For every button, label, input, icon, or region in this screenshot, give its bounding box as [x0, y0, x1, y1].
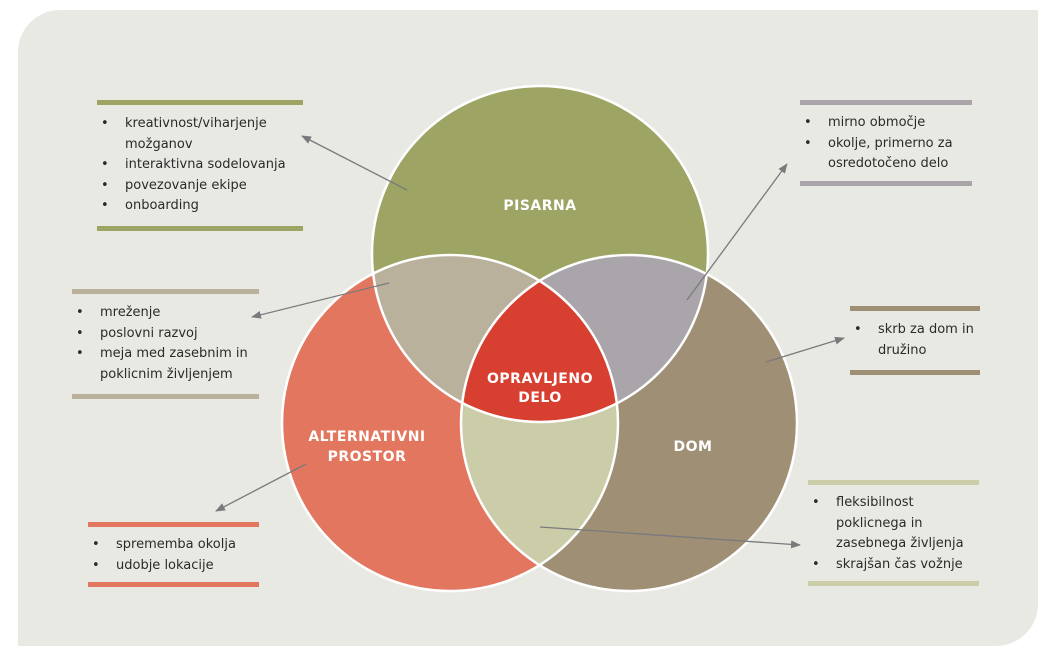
- note-item: povezovanje ekipe: [97, 176, 303, 197]
- note-bar-bottom: [72, 394, 259, 399]
- arrow-dom: [765, 336, 845, 363]
- note-bar-top: [800, 100, 972, 105]
- label-center-line1: OPRAVLJENO: [487, 371, 593, 387]
- arrow-pisarna: [301, 135, 408, 191]
- note-bar-top: [97, 100, 303, 105]
- note-bar-bottom: [800, 180, 972, 186]
- note-bar-bottom: [808, 581, 979, 586]
- arrow-pisarna-alternativni: [251, 282, 390, 319]
- note-item: kreativnost/viharjenje možganov: [97, 114, 303, 155]
- note-item: fleksibilnost poklicnega in zasebnega ži…: [808, 493, 979, 555]
- circle-outline-alternativni: [280, 253, 620, 593]
- circle-outline-dom: [459, 253, 799, 593]
- note-bar-bottom: [88, 582, 259, 587]
- note-item: meja med zasebnim in poklicnim življenje…: [72, 344, 259, 385]
- arrow-alternativni-dom: [539, 526, 801, 549]
- note-item: mreženje: [72, 303, 259, 324]
- note-bar-top: [808, 480, 979, 485]
- label-pisarna: PISARNA: [503, 198, 576, 214]
- note-bar-top: [88, 522, 259, 527]
- arrow-pisarna-dom: [686, 163, 788, 301]
- note-item: mirno območje: [800, 113, 972, 134]
- note-bar-bottom: [850, 370, 980, 375]
- note-item: interaktivna sodelovanja: [97, 155, 303, 176]
- label-center-line2: DELO: [518, 390, 562, 406]
- note-bar-bottom: [97, 225, 303, 231]
- note-item: skrajšan čas vožnje: [808, 555, 979, 576]
- note-bar-top: [850, 306, 980, 311]
- arrow-alternativni: [215, 463, 307, 512]
- overlap-center: [461, 255, 618, 422]
- note-item: sprememba okolja: [88, 535, 259, 556]
- circle-outline-pisarna: [370, 84, 710, 424]
- note-bar-top: [72, 289, 259, 294]
- label-alternativni-line1: ALTERNATIVNI: [308, 429, 425, 445]
- note-item: skrb za dom in družino: [850, 320, 980, 361]
- note-pisarna-dom: mirno območje okolje, primerno za osredo…: [800, 100, 972, 186]
- label-alternativni-line2: PROSTOR: [328, 449, 407, 465]
- note-alternativni: sprememba okolja udobje lokacije: [88, 522, 259, 587]
- label-dom: DOM: [674, 439, 713, 455]
- note-alternativni-dom: fleksibilnost poklicnega in zasebnega ži…: [808, 480, 979, 586]
- note-item: poslovni razvoj: [72, 324, 259, 345]
- note-dom: skrb za dom in družino: [850, 306, 980, 375]
- note-item: onboarding: [97, 196, 303, 217]
- note-pisarna-alternativni: mreženje poslovni razvoj meja med zasebn…: [72, 289, 259, 399]
- note-item: udobje lokacije: [88, 556, 259, 577]
- note-pisarna: kreativnost/viharjenje možganov interakt…: [97, 100, 303, 231]
- note-item: okolje, primerno za osredotočeno delo: [800, 134, 972, 175]
